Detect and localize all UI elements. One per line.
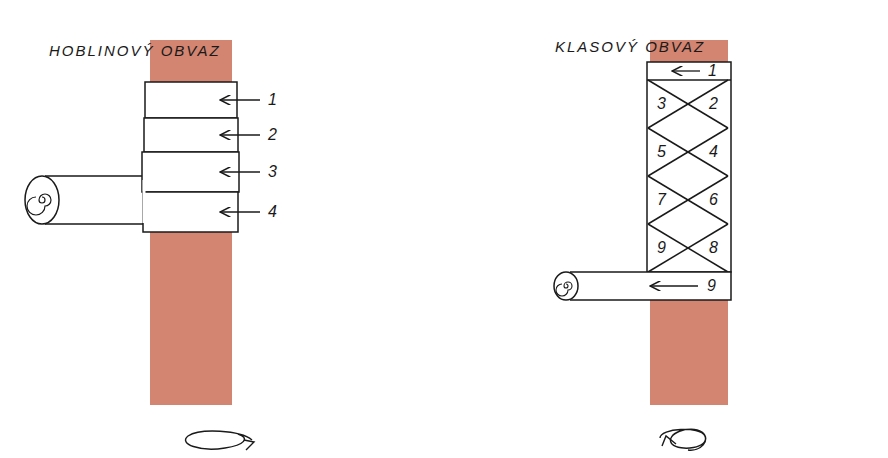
- turn-symbol-head: [662, 436, 676, 446]
- direction-arrow: [220, 211, 260, 212]
- callout-number: 4: [709, 144, 718, 160]
- callout-number: 8: [709, 240, 718, 256]
- callout-number: 6: [709, 192, 718, 208]
- callout-number: 3: [268, 164, 277, 180]
- callout-number: 9: [707, 278, 716, 294]
- spica-turns: [648, 80, 728, 272]
- turn-symbol: [660, 429, 706, 450]
- roll-spiral: [27, 194, 51, 215]
- bandage-body: [647, 62, 731, 272]
- direction-arrow: [650, 285, 698, 286]
- callout-number: 2: [268, 127, 277, 143]
- callout-number: 4: [268, 204, 277, 220]
- callout-number: 9: [657, 240, 666, 256]
- direction-arrow: [220, 134, 260, 135]
- callout-number: 7: [657, 192, 666, 208]
- direction-arrow: [672, 70, 700, 71]
- callout-number: 1: [268, 92, 277, 108]
- turn-symbol-head: [244, 440, 254, 450]
- bandage-title: KLASOVÝ OBVAZ: [555, 39, 705, 54]
- turn-symbol: [186, 431, 252, 449]
- callout-number: 1: [708, 63, 717, 79]
- bandage-roll: [25, 176, 59, 224]
- direction-arrow: [220, 171, 260, 172]
- bandage-title: HOBLINOVÝ OBVAZ: [49, 43, 221, 58]
- callout-number: 5: [657, 144, 666, 160]
- direction-arrow: [220, 99, 260, 100]
- callout-number: 2: [709, 96, 718, 112]
- bandage-roll: [554, 272, 578, 300]
- callout-number: 3: [657, 96, 666, 112]
- roll-spiral: [556, 282, 572, 296]
- bandage-tail: [570, 272, 731, 300]
- bandage-tail: [45, 176, 145, 224]
